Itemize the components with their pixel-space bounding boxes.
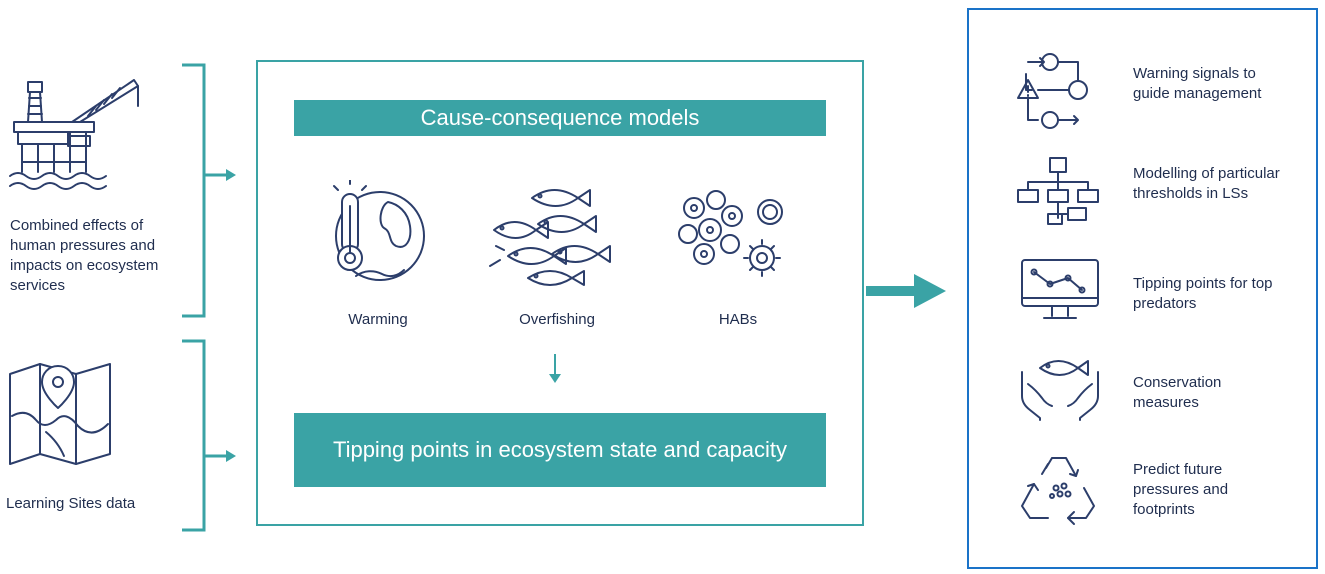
fish-school-icon [488, 184, 624, 288]
tipping-points-banner: Tipping points in ecosystem state and ca… [294, 413, 826, 487]
output-label-predict-future: Predict future pressures and footprints [1133, 461, 1229, 518]
cause-label-warming: Warming [348, 311, 408, 328]
thermometer-globe-icon [328, 180, 428, 290]
algae-bloom-icon [674, 186, 804, 286]
input-label-learning-sites: Learning Sites data [6, 495, 136, 512]
hands-fish-icon [1018, 356, 1102, 422]
output-label-tipping-predators: Tipping points for top predators [1133, 275, 1273, 312]
cause-label-habs: HABs [718, 311, 758, 328]
output-label-warning-signals: Warning signals to guide management [1133, 65, 1262, 102]
input-brackets [176, 60, 248, 541]
warning-flow-icon [1014, 50, 1104, 134]
output-label-modelling: Modelling of particular thresholds in LS… [1133, 165, 1280, 202]
oil-platform-icon [8, 76, 148, 192]
input-label-combined-effects: Combined effects of human pressures and … [10, 217, 159, 294]
down-arrow [548, 354, 562, 389]
output-arrow [866, 274, 948, 313]
map-pin-icon [6, 360, 114, 466]
cause-label-overfishing: Overfishing [519, 311, 595, 328]
center-panel [256, 60, 864, 526]
output-label-conservation: Conservation measures [1133, 374, 1222, 411]
monitor-chart-icon [1020, 258, 1100, 324]
hierarchy-icon [1016, 156, 1100, 226]
outputs-panel [967, 8, 1318, 569]
recycle-icon [1018, 452, 1102, 526]
cause-consequence-banner: Cause-consequence models [294, 100, 826, 136]
